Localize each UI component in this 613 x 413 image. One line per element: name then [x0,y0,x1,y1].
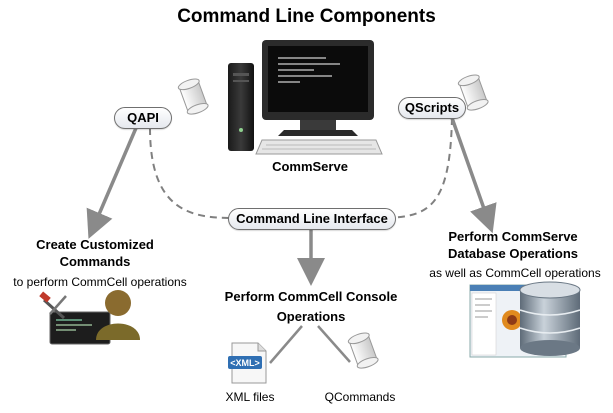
right-sub: as well as CommCell operations [429,266,601,280]
arrow-qapi-to-custom [86,127,138,239]
right-heading-1: Perform CommServe [448,229,578,244]
scroll-icon [457,74,489,111]
scroll-icon [347,332,379,369]
qapi-node: QAPI [114,107,172,129]
xml-badge: <XML> [230,358,260,368]
right-heading-2: Database Operations [447,246,579,261]
page-title: Command Line Components [177,6,436,27]
qscripts-node: QScripts [398,97,466,119]
xml-file-icon: <XML> [228,342,267,384]
center-heading-2: Operations [276,309,346,324]
xml-files-label: XML files [225,390,275,404]
dashed-connector [387,117,453,219]
center-heading-1: Perform CommCell Console [224,289,398,304]
commserve-label: CommServe [272,159,348,174]
left-sub: to perform CommCell operations [13,275,187,289]
scroll-icon [177,78,209,115]
database-icon [469,281,581,358]
developer-icon [39,290,140,345]
arrow-qscripts-to-db [450,117,497,234]
cli-node: Command Line Interface [228,208,396,230]
dashed-connector [149,127,233,219]
qcommands-label: QCommands [324,390,396,404]
left-heading: Create Customized Commands [36,237,154,269]
computer-icon [228,40,383,155]
